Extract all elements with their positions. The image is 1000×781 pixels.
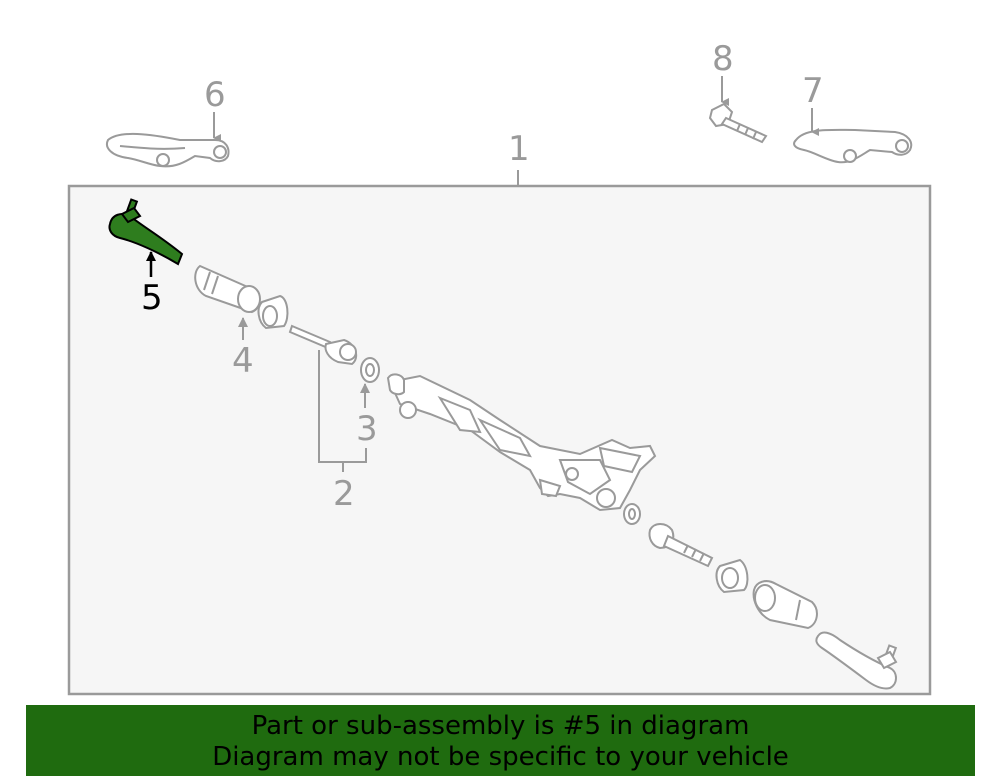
part-7-arm (793, 128, 913, 164)
callout-5: 5 (141, 278, 163, 318)
callout-4: 4 (232, 341, 254, 381)
part-6-arm (106, 132, 230, 168)
part-4-boot-right (752, 580, 818, 630)
part-2-inner-tie-rod-right (648, 523, 714, 568)
callout-1: 1 (508, 129, 530, 169)
callout-3: 3 (356, 409, 378, 449)
part-4-clamp (257, 294, 289, 330)
info-banner: Part or sub-assembly is #5 in diagram Di… (26, 705, 975, 776)
part-5-tie-rod-end (108, 198, 184, 266)
part-4-boot (194, 264, 261, 314)
callout-8: 8 (712, 39, 734, 79)
callout-6: 6 (204, 75, 226, 115)
part-1-rack-housing (386, 373, 657, 512)
callout-2: 2 (333, 474, 355, 514)
part-3-washer (360, 357, 380, 383)
part-8-bolt (708, 102, 768, 144)
callout-7: 7 (802, 71, 824, 111)
banner-line-2: Diagram may not be specific to your vehi… (212, 742, 789, 772)
part-5-tie-rod-end-right (815, 631, 898, 690)
part-3-washer-right (623, 503, 641, 525)
part-2-inner-tie-rod (288, 324, 358, 366)
part-4-clamp-right (715, 558, 749, 594)
banner-line-1: Part or sub-assembly is #5 in diagram (251, 711, 750, 741)
